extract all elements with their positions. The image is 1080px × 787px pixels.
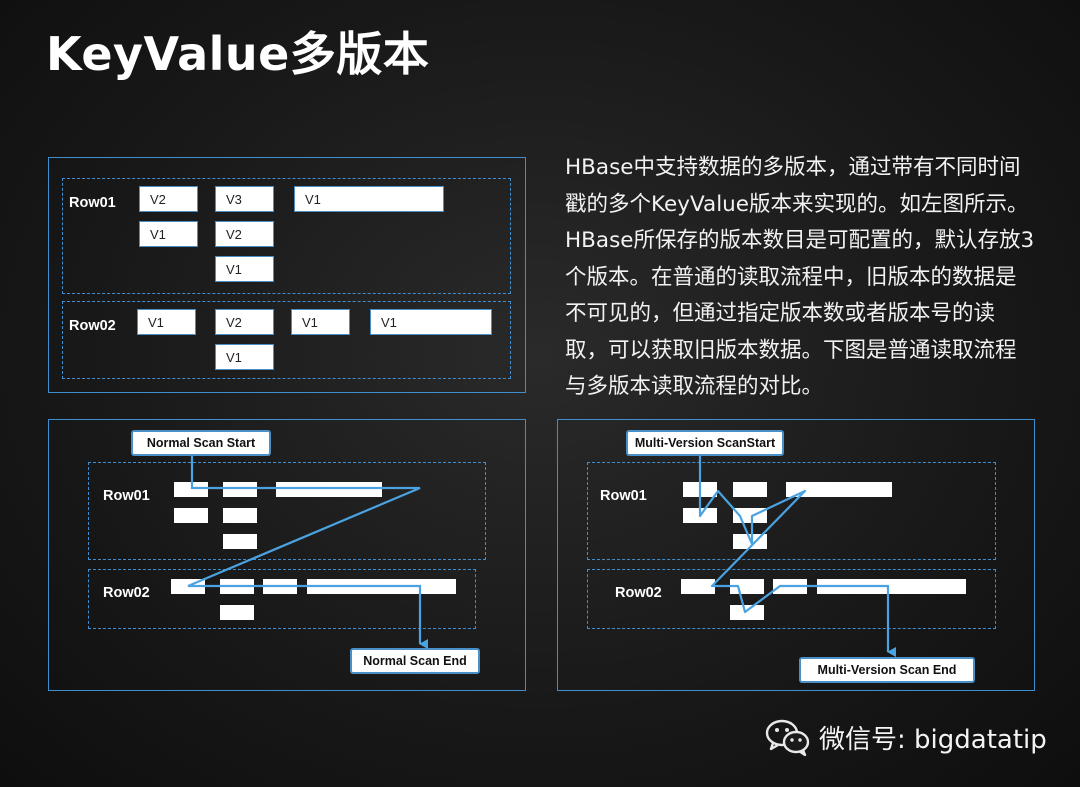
wechat-icon xyxy=(765,719,810,756)
normal-scan-path xyxy=(187,456,428,649)
description-text: HBase中支持数据的多版本，通过带有不同时间戳的多个KeyValue版本来实现… xyxy=(565,155,1035,399)
row-label: Row01 xyxy=(103,488,150,504)
row01-group: Row01 xyxy=(62,178,511,294)
kv-block xyxy=(730,605,764,620)
version-cell: V2 xyxy=(215,221,274,247)
row-label: Row01 xyxy=(69,195,116,211)
normal-scan-end-label: Normal Scan End xyxy=(350,648,480,674)
multi-scan-start-label: Multi-Version ScanStart xyxy=(626,430,784,456)
multi-version-scan-diagram: Row01 Row02 xyxy=(557,419,1035,691)
kv-block xyxy=(174,508,208,523)
kv-block xyxy=(733,482,767,497)
kv-block xyxy=(220,605,254,620)
version-cell: V1 xyxy=(137,309,196,335)
row02-group: Row02 xyxy=(62,301,511,379)
kv-block xyxy=(276,482,382,497)
kv-block xyxy=(223,508,257,523)
row01-group: Row01 xyxy=(587,462,996,560)
row01-group: Row01 xyxy=(88,462,486,560)
version-cell: V2 xyxy=(139,186,198,212)
multi-scan-end-label: Multi-Version Scan End xyxy=(799,657,975,683)
row-label: Row02 xyxy=(615,585,662,601)
row02-group: Row02 xyxy=(88,569,476,629)
kv-block xyxy=(817,579,966,594)
kv-block xyxy=(223,482,257,497)
row-label: Row02 xyxy=(69,318,116,334)
wechat-watermark: 微信号: bigdatatip xyxy=(765,718,1047,756)
version-cell: V1 xyxy=(139,221,198,247)
row02-group: Row02 xyxy=(587,569,996,629)
normal-scan-start-label: Normal Scan Start xyxy=(131,430,271,456)
versions-diagram: Row01 Row02 xyxy=(48,157,526,393)
version-cell: V1 xyxy=(215,256,274,282)
version-cell: V3 xyxy=(215,186,274,212)
kv-block xyxy=(681,579,715,594)
multi-version-scan-path xyxy=(698,456,896,657)
kv-block xyxy=(223,534,257,549)
row-label: Row02 xyxy=(103,585,150,601)
row-label: Row01 xyxy=(600,488,647,504)
version-cell: V1 xyxy=(294,186,444,212)
normal-scan-diagram: Row01 Row02 xyxy=(48,419,526,691)
page-title: KeyValue多版本 xyxy=(46,27,430,81)
version-cell: V1 xyxy=(370,309,492,335)
version-cell: V2 xyxy=(215,309,274,335)
wechat-id-text: 微信号: bigdatatip xyxy=(819,724,1047,755)
version-cell: V1 xyxy=(215,344,274,370)
kv-block xyxy=(786,482,892,497)
version-cell: V1 xyxy=(291,309,350,335)
kv-block xyxy=(174,482,208,497)
